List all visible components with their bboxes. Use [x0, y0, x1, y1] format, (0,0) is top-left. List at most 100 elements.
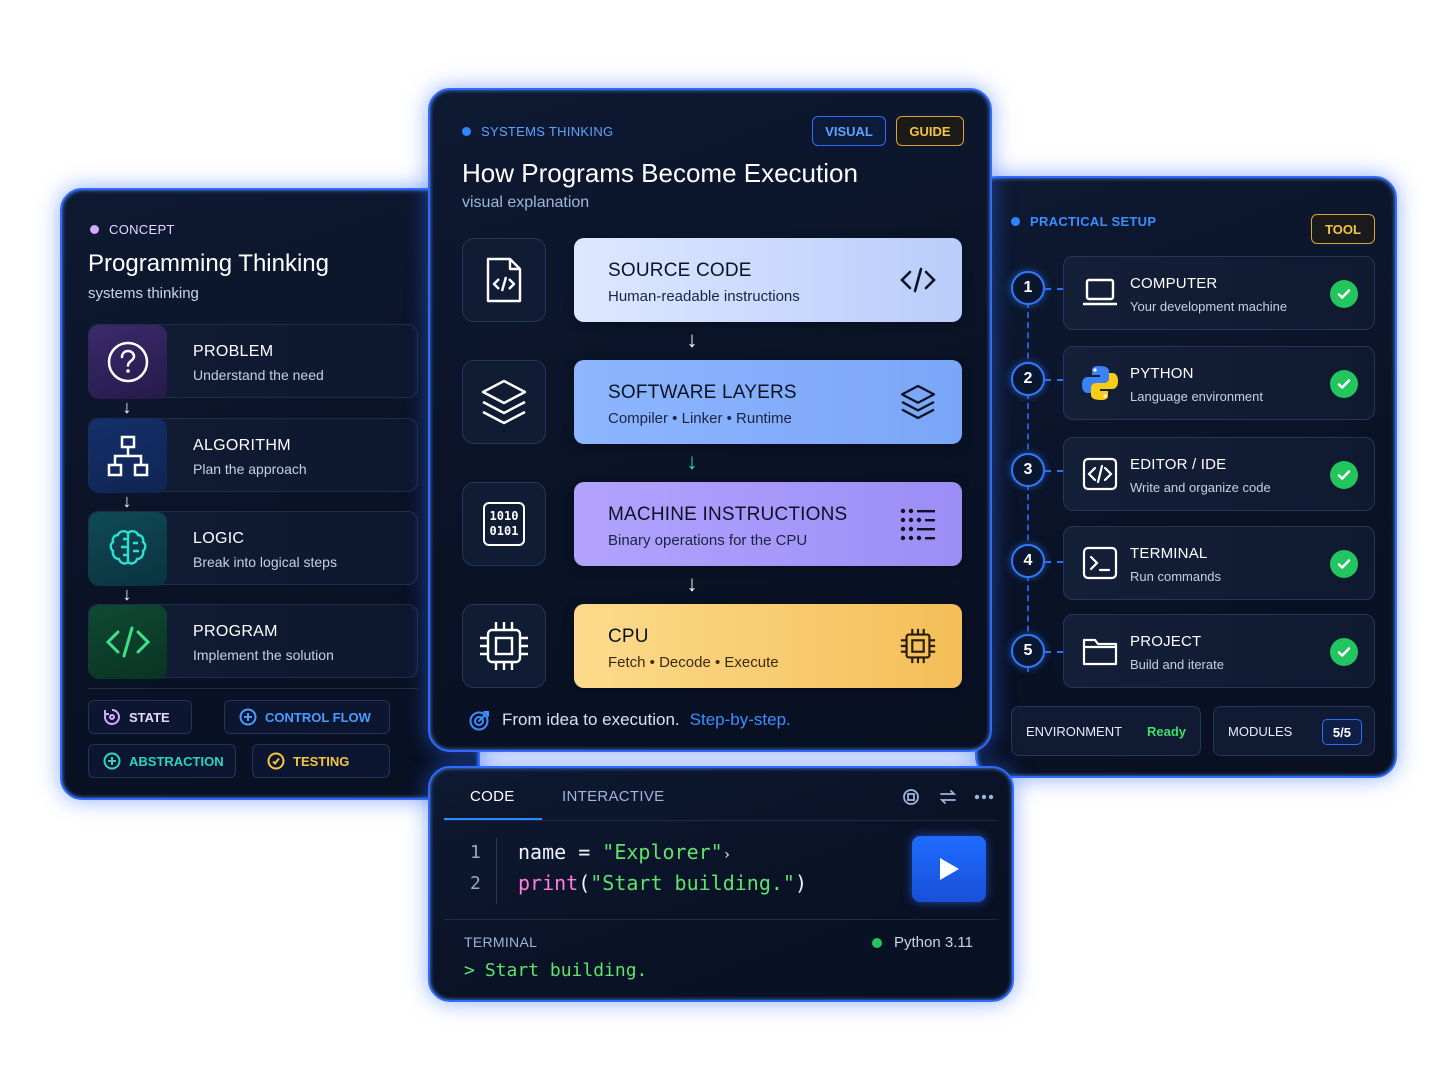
step-label: PROGRAM: [193, 623, 278, 640]
swap-icon[interactable]: [938, 788, 958, 806]
environment-status: ENVIRONMENT Ready: [1011, 706, 1201, 756]
chip-control-flow[interactable]: CONTROL FLOW: [224, 700, 390, 734]
concept-eyebrow: CONCEPT: [90, 222, 175, 237]
tool-tag[interactable]: TOOL: [1311, 214, 1375, 244]
terminal-text: Start building.: [484, 960, 648, 981]
layer-title: MACHINE INSTRUCTIONS: [608, 504, 848, 525]
code-line-2[interactable]: print("Start building."): [518, 871, 807, 895]
eyebrow-dot: [90, 225, 99, 234]
code-ident: name: [518, 840, 567, 864]
eyebrow-dot: [1011, 217, 1020, 226]
folder-icon: [1080, 631, 1120, 671]
line-number: 1: [470, 842, 481, 863]
terminal-prompt: >: [464, 960, 475, 981]
step-program[interactable]: PROGRAM Implement the solution: [88, 604, 418, 679]
chip-label: CONTROL FLOW: [265, 709, 371, 725]
item-desc: Run commands: [1130, 569, 1222, 584]
code-string: "Start building.": [590, 871, 795, 895]
chip-testing[interactable]: TESTING: [252, 744, 390, 778]
runtime-version: Python 3.11: [894, 934, 973, 951]
item-title: TERMINAL: [1130, 545, 1208, 562]
setup-item-terminal[interactable]: TERMINAL Run commands: [1063, 526, 1375, 600]
footer-highlight[interactable]: Step-by-step.: [689, 710, 791, 729]
eyebrow-label: SYSTEMS THINKING: [481, 124, 614, 139]
modules-badge: 5/5: [1321, 719, 1362, 745]
step-label: LOGIC: [193, 530, 245, 547]
item-title: COMPUTER: [1130, 275, 1218, 292]
chip-abstraction[interactable]: ABSTRACTION: [88, 744, 236, 778]
layer-software-layers[interactable]: SOFTWARE LAYERS Compiler • Linker • Runt…: [574, 360, 962, 444]
guide-tag[interactable]: GUIDE: [896, 116, 964, 146]
layer-source-code[interactable]: SOURCE CODE Human-readable instructions: [574, 238, 962, 322]
check-icon: [1330, 461, 1358, 489]
modules-label: MODULES: [1228, 723, 1293, 739]
timeline-line: [1027, 302, 1029, 672]
chip-icon: [462, 604, 546, 688]
layer-machine-instructions[interactable]: MACHINE INSTRUCTIONS Binary operations f…: [574, 482, 962, 566]
code-line-1[interactable]: name = "Explorer"›: [518, 840, 731, 864]
layer-desc: Fetch • Decode • Execute: [608, 654, 779, 671]
layers-icon: [462, 360, 546, 444]
terminal-label: TERMINAL: [464, 934, 538, 950]
arrow-down-icon: ↓: [686, 327, 698, 352]
step-desc: Plan the approach: [193, 461, 307, 477]
target-icon: [267, 752, 285, 770]
step-desc: Understand the need: [193, 367, 324, 383]
connector: [1045, 651, 1063, 653]
layer-title: SOURCE CODE: [608, 260, 752, 281]
plus-circle-icon: [239, 708, 257, 726]
run-button[interactable]: [912, 836, 986, 902]
chip-state[interactable]: STATE: [88, 700, 192, 734]
layer-title: CPU: [608, 626, 649, 647]
step-algorithm[interactable]: ALGORITHM Plan the approach: [88, 418, 418, 493]
terminal-divider: [444, 919, 998, 920]
chip-label: ABSTRACTION: [129, 753, 224, 769]
item-title: EDITOR / IDE: [1130, 456, 1227, 473]
setup-item-project[interactable]: PROJECT Build and iterate: [1063, 614, 1375, 688]
eyebrow-label: PRACTICAL SETUP: [1030, 214, 1157, 229]
code-icon: [898, 262, 938, 298]
layer-cpu[interactable]: CPU Fetch • Decode • Execute: [574, 604, 962, 688]
panel-title: How Programs Become Execution: [462, 158, 858, 188]
code-paren: ): [794, 871, 808, 895]
layer-desc: Binary operations for the CPU: [608, 532, 808, 549]
target-arrow-icon: [469, 711, 489, 731]
setup-item-computer[interactable]: COMPUTER Your development machine: [1063, 256, 1375, 330]
layer-desc: Human-readable instructions: [608, 288, 800, 305]
code-op: =: [566, 840, 603, 864]
chip-label: TESTING: [293, 753, 350, 769]
tab-code[interactable]: CODE: [470, 788, 515, 805]
panel-title: Programming Thinking: [88, 250, 329, 277]
python-logo-icon: [1080, 363, 1120, 403]
layer-desc: Compiler • Linker • Runtime: [608, 410, 792, 427]
concept-panel: CONCEPT Programming Thinking systems thi…: [60, 188, 480, 800]
binary-icon: 1010 0101: [462, 482, 546, 566]
modules-status: MODULES 5/5: [1213, 706, 1375, 756]
file-code-icon: [462, 238, 546, 322]
more-icon[interactable]: [974, 794, 994, 800]
step-logic[interactable]: LOGIC Break into logical steps: [88, 511, 418, 586]
setup-eyebrow: PRACTICAL SETUP: [1011, 214, 1156, 229]
step-desc: Implement the solution: [193, 647, 334, 663]
arrow-down-icon: ↓: [122, 491, 132, 511]
systems-eyebrow: SYSTEMS THINKING: [462, 124, 613, 139]
item-title: PYTHON: [1130, 365, 1194, 382]
eyebrow-dot: [462, 127, 471, 136]
line-number: 2: [470, 873, 481, 894]
setup-item-python[interactable]: PYTHON Language environment: [1063, 346, 1375, 420]
item-desc: Write and organize code: [1130, 480, 1271, 495]
copy-icon[interactable]: [902, 788, 920, 806]
tab-interactive[interactable]: INTERACTIVE: [562, 788, 665, 805]
setup-item-editor[interactable]: EDITOR / IDE Write and organize code: [1063, 437, 1375, 511]
eyebrow-label: CONCEPT: [109, 222, 175, 237]
arrow-down-icon: ↓: [686, 571, 698, 596]
terminal-output: > Start building.: [464, 960, 647, 981]
hierarchy-icon: [89, 419, 167, 493]
visual-tag[interactable]: VISUAL: [812, 116, 886, 146]
gutter-divider: [496, 838, 497, 904]
binary-row: 0101: [489, 524, 519, 538]
step-problem[interactable]: PROBLEM Understand the need: [88, 324, 418, 399]
tab-divider: [444, 820, 998, 821]
code-panel: CODE INTERACTIVE 1 2 name = "Explorer"› …: [428, 766, 1014, 1002]
connector: [1045, 379, 1063, 381]
